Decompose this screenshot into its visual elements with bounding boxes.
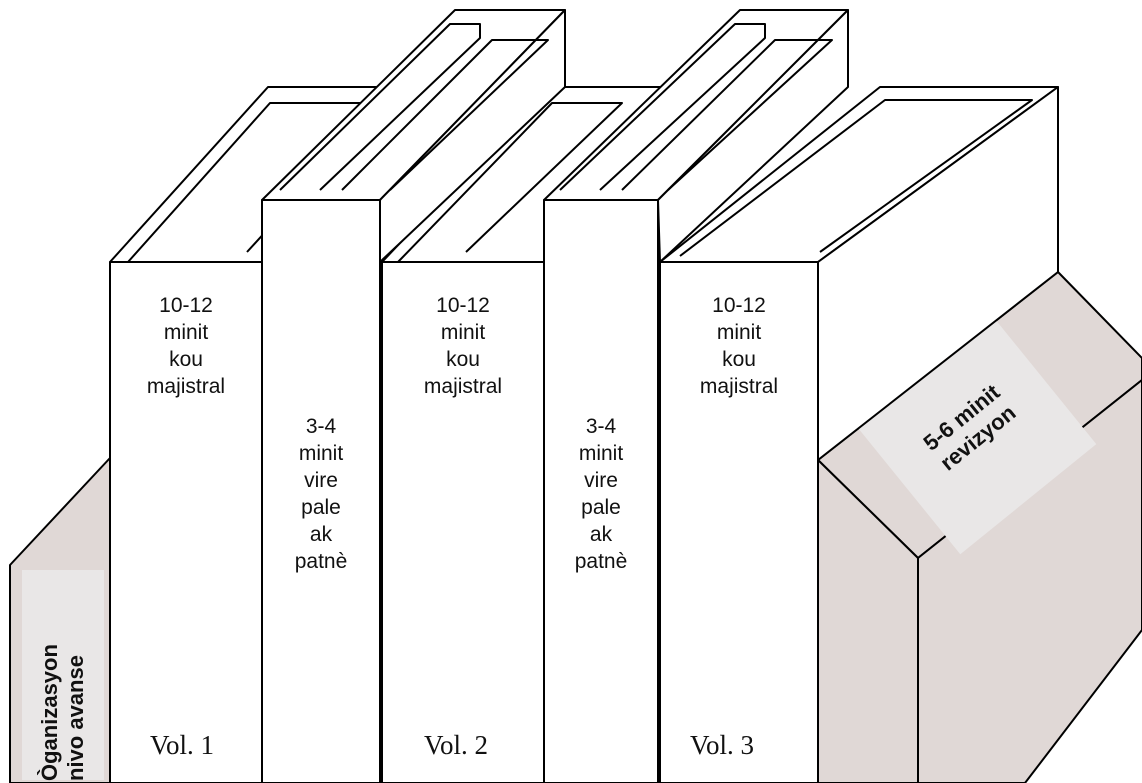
left-bookend-label-box	[22, 570, 104, 780]
book2-label: 3-4 minit vire pale ak patnè	[294, 415, 348, 573]
book3-volume: Vol. 2	[424, 730, 489, 760]
left-bookend-label: Òganizasyon nivo avanse	[37, 644, 88, 781]
book3-spine	[381, 261, 545, 783]
book5-volume: Vol. 3	[690, 730, 755, 760]
book3-top-inner	[397, 102, 623, 263]
book1-spine	[109, 261, 263, 783]
book4-spine	[543, 199, 659, 783]
book4-top-inner	[559, 23, 766, 191]
book1-label: 10-12 minit kou majistral	[146, 294, 226, 398]
book2-top-inner-2	[341, 39, 549, 191]
book5-spine	[659, 261, 819, 783]
book2-spine	[261, 199, 381, 783]
book4-side	[657, 9, 849, 263]
book3-label: 10-12 minit kou majistral	[423, 294, 503, 398]
book5-top-inner	[679, 99, 1033, 257]
book5-label: 10-12 minit kou majistral	[699, 294, 779, 398]
right-bookend-side	[917, 379, 1142, 783]
book4-label: 3-4 minit vire pale ak patnè	[574, 415, 628, 573]
book2-top-inner	[279, 23, 481, 191]
book4-top-inner-2	[621, 39, 833, 191]
book1-volume: Vol. 1	[150, 730, 215, 760]
